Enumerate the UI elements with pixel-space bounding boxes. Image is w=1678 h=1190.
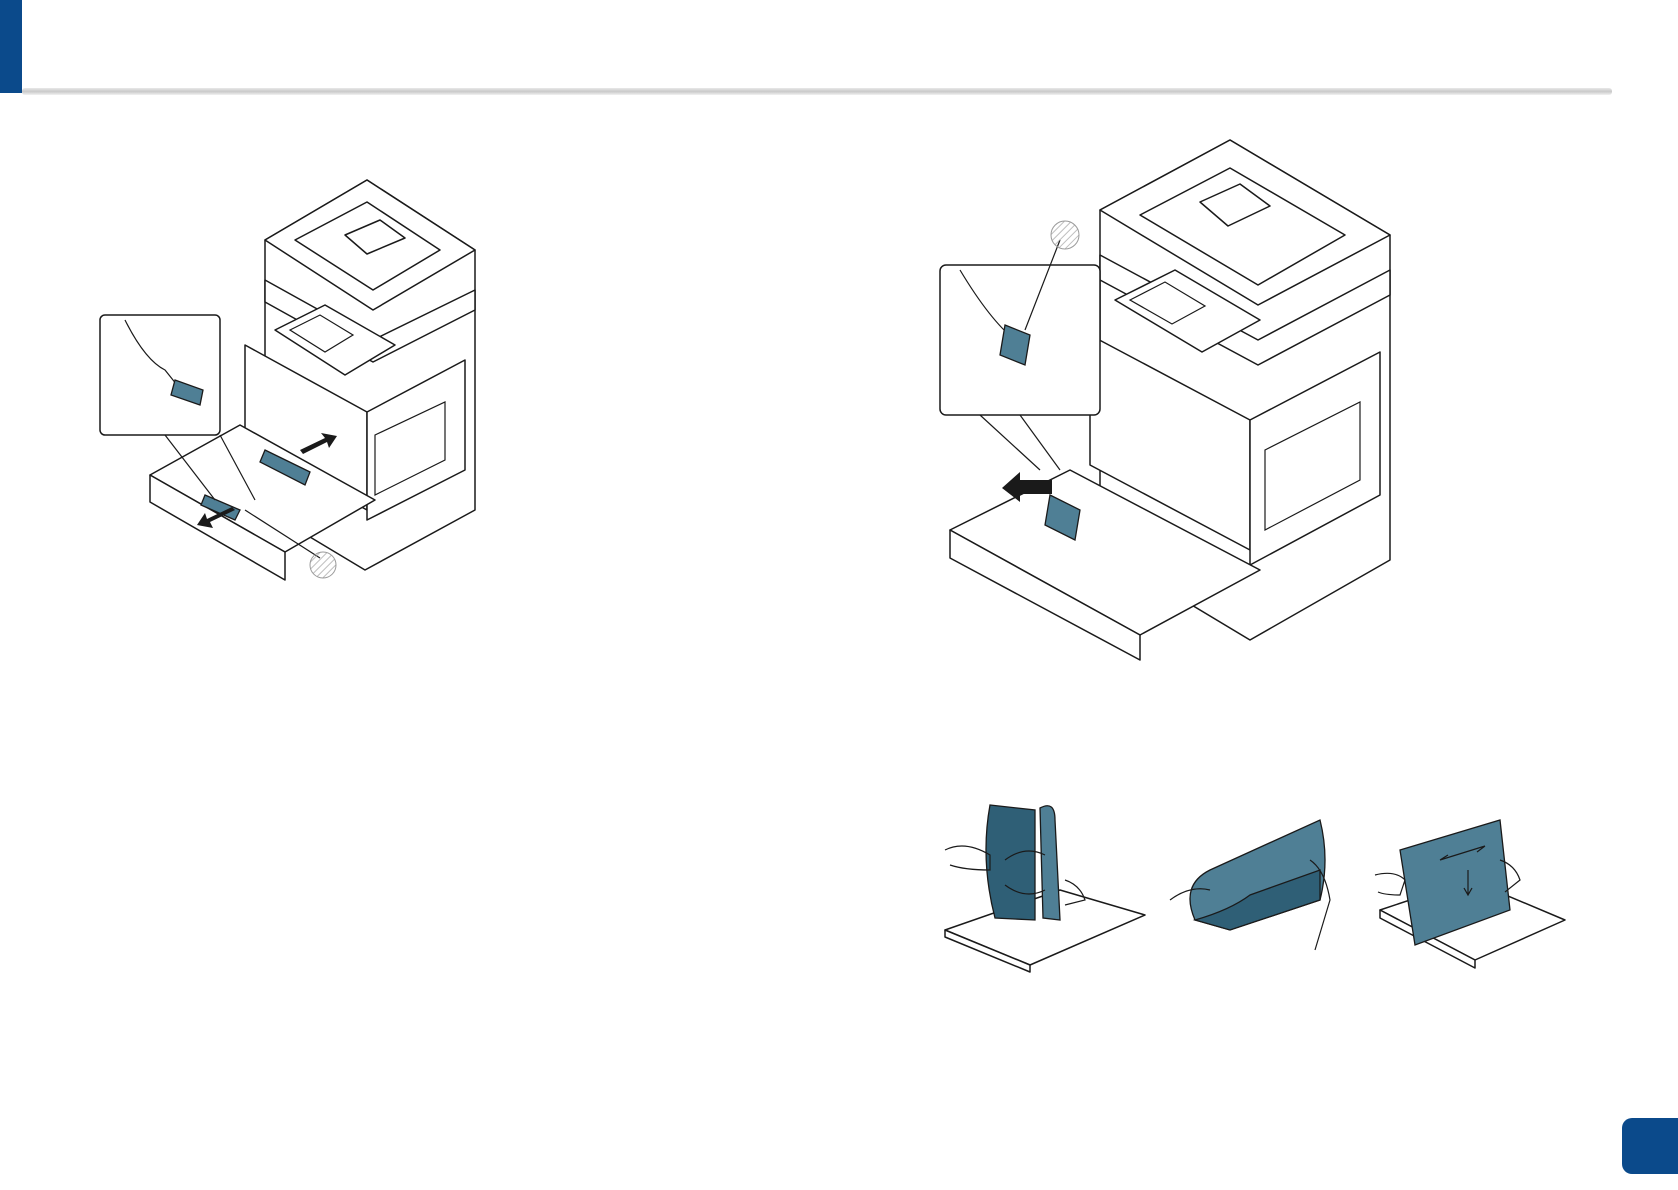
fan-paper-stack-icon (1170, 800, 1350, 970)
flex-paper-stack-icon (945, 800, 1145, 1000)
chapter-corner-tab (0, 0, 22, 93)
printer-tray-guide-adjust-icon (105, 180, 525, 610)
header-divider (22, 88, 1612, 95)
align-paper-stack-icon (1360, 800, 1570, 1000)
page-number-badge (1622, 1118, 1678, 1174)
printer-tray-length-guide-icon (940, 140, 1460, 650)
